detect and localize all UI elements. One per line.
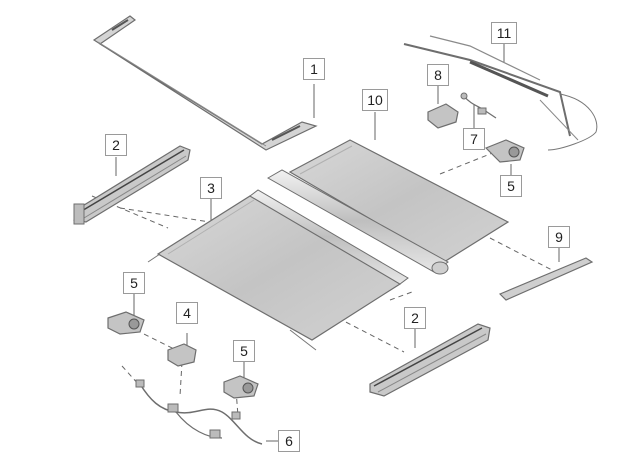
callout-5: 5 <box>233 340 255 362</box>
callout-9: 9 <box>548 226 570 248</box>
callout-8: 8 <box>427 64 449 86</box>
wiring-harness[interactable] <box>135 379 263 445</box>
callout-4: 4 <box>176 302 198 324</box>
callout-3: 3 <box>200 177 222 199</box>
guide-rail-right[interactable] <box>369 323 491 397</box>
trim-strip[interactable] <box>498 257 594 301</box>
callout-11: 11 <box>491 22 517 44</box>
callout-1: 1 <box>303 58 325 80</box>
callout-10: 10 <box>362 89 388 111</box>
connector-cable[interactable] <box>460 92 497 119</box>
guide-rail-left[interactable] <box>73 145 191 225</box>
callout-6: 6 <box>278 430 300 452</box>
sunblind-panel-front[interactable] <box>147 189 409 351</box>
callout-2: 2 <box>105 134 127 156</box>
cable-harness-rear[interactable] <box>403 35 598 151</box>
drive-motor-left[interactable] <box>107 311 145 335</box>
callout-5: 5 <box>123 272 145 294</box>
roof-frame[interactable] <box>92 15 318 151</box>
switch-module[interactable] <box>167 343 197 367</box>
control-module[interactable] <box>427 103 459 129</box>
sunblind-panel-rear[interactable] <box>266 139 510 275</box>
callout-5: 5 <box>500 175 522 197</box>
callout-7: 7 <box>463 128 485 150</box>
drive-motor-centre[interactable] <box>223 375 259 399</box>
drive-motor-right[interactable] <box>484 139 525 163</box>
callout-2: 2 <box>404 307 426 329</box>
